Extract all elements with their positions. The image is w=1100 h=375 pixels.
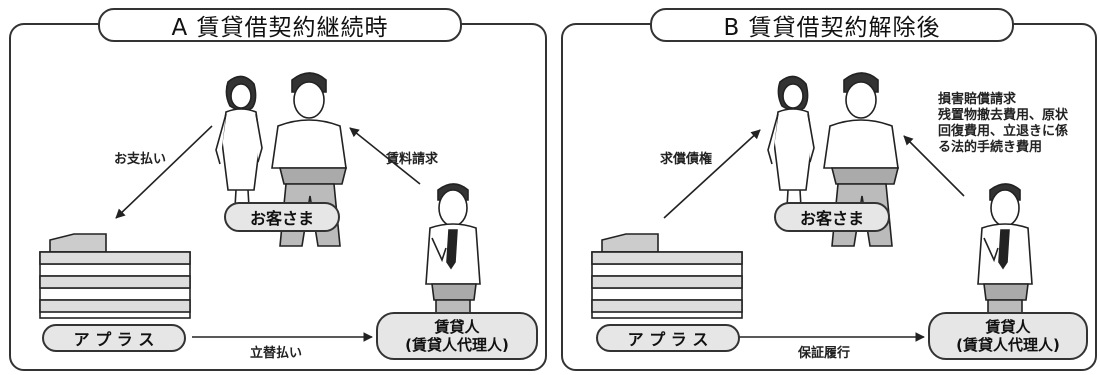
woman-illustration: [215, 75, 263, 225]
customer-badge: お客さま: [774, 202, 890, 232]
advance-payment-label: 立替払い: [250, 346, 303, 361]
panel-a-title: A 賃貸借契約継続時: [98, 8, 462, 42]
company-badge: ア プ ラ ス: [42, 324, 186, 352]
building-illustration: [591, 233, 743, 319]
arrow-payment: [115, 125, 213, 219]
guarantee-label: 保証履行: [798, 346, 851, 361]
woman-illustration: [767, 75, 815, 225]
building-illustration: [39, 233, 191, 319]
landlord-agent-label: (賃貸人代理人): [405, 336, 509, 354]
damages-claim-label: 損害賠償請求 残置物撤去費用、原状 回復費用、立退きに係 る法的手続き費用: [938, 92, 1069, 155]
landlord-label: 賃貸人: [434, 318, 480, 336]
claim-right-label: 求償債権: [660, 152, 713, 167]
customer-badge: お客さま: [224, 202, 340, 232]
payment-label: お支払い: [114, 152, 167, 167]
landlord-label: 賃貸人: [985, 318, 1031, 336]
businessman-illustration: [977, 183, 1033, 341]
arrow-rent-claim: [349, 127, 421, 185]
rent-claim-label: 賃料請求: [386, 152, 439, 167]
landlord-agent-label: (賃貸人代理人): [956, 336, 1060, 354]
arrow-claim-right: [663, 129, 761, 219]
arrow-damages-claim: [903, 135, 965, 197]
landlord-badge: 賃貸人 (賃貸人代理人): [928, 312, 1088, 360]
company-badge: ア プ ラ ス: [596, 324, 740, 352]
landlord-badge: 賃貸人 (賃貸人代理人): [376, 312, 538, 360]
panel-b-title: B 賃貸借契約解除後: [650, 8, 1014, 42]
